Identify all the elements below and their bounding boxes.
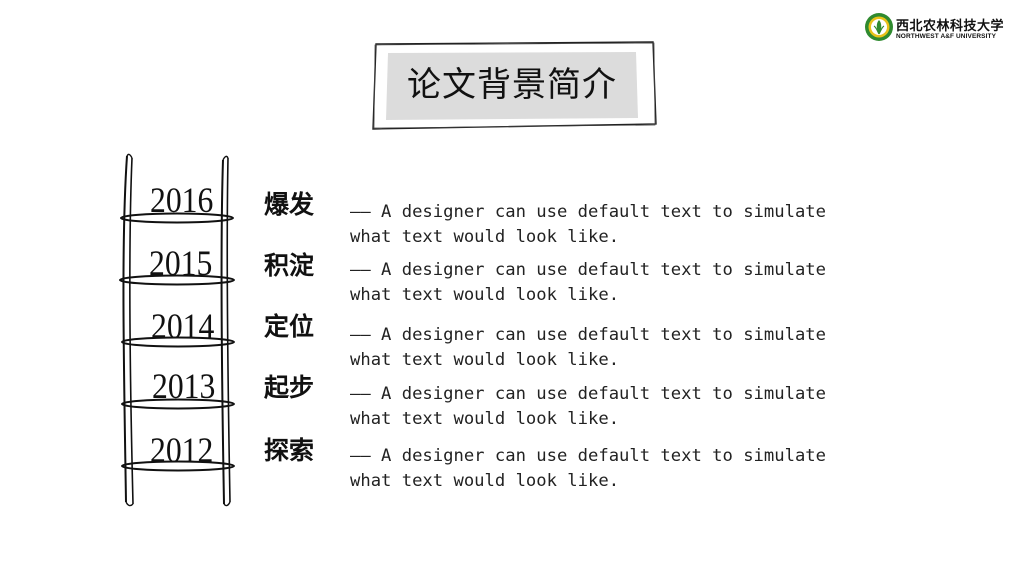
timeline-description: —— A designer can use default text to si…	[350, 444, 890, 494]
timeline-year-2015: 2015	[149, 243, 213, 283]
timeline-label: 定位	[264, 312, 315, 341]
timeline-description-line2: what text would look like.	[350, 350, 620, 370]
timeline-description: —— A designer can use default text to si…	[350, 323, 890, 373]
timeline-description: —— A designer can use default text to si…	[350, 382, 890, 432]
university-name-cn: 西北农林科技大学	[896, 19, 1005, 34]
timeline-description-line1: —— A designer can use default text to si…	[350, 384, 826, 404]
title-frame	[372, 41, 657, 130]
timeline-description-line2: what text would look like.	[350, 471, 620, 491]
university-name-en: NORTHWEST A&F UNIVERSITY	[896, 33, 997, 40]
timeline-label: 爆发	[264, 190, 315, 219]
timeline-year-2016: 2016	[150, 180, 214, 220]
ladder-illustration	[119, 153, 235, 507]
timeline-year-2013: 2013	[152, 366, 216, 406]
timeline-label: 探索	[264, 436, 315, 465]
timeline-description-line2: what text would look like.	[350, 227, 620, 247]
timeline-description-line1: —— A designer can use default text to si…	[350, 325, 826, 345]
university-emblem-icon	[865, 13, 893, 41]
page-title: 论文背景简介	[407, 65, 617, 105]
timeline-year-2012: 2012	[150, 430, 214, 470]
timeline-description-line1: —— A designer can use default text to si…	[350, 202, 826, 222]
timeline-year-2014: 2014	[151, 306, 215, 346]
timeline-description: —— A designer can use default text to si…	[350, 258, 890, 308]
timeline-description-line2: what text would look like.	[350, 409, 620, 429]
university-logo: 西北农林科技大学 NORTHWEST A&F UNIVERSITY	[864, 12, 1016, 46]
timeline-label: 积淀	[264, 251, 315, 280]
timeline-label: 起步	[264, 373, 315, 402]
timeline-description-line1: —— A designer can use default text to si…	[350, 260, 826, 280]
timeline-description-line1: —— A designer can use default text to si…	[350, 446, 826, 466]
timeline-description-line2: what text would look like.	[350, 285, 620, 305]
timeline-description: —— A designer can use default text to si…	[350, 200, 890, 250]
